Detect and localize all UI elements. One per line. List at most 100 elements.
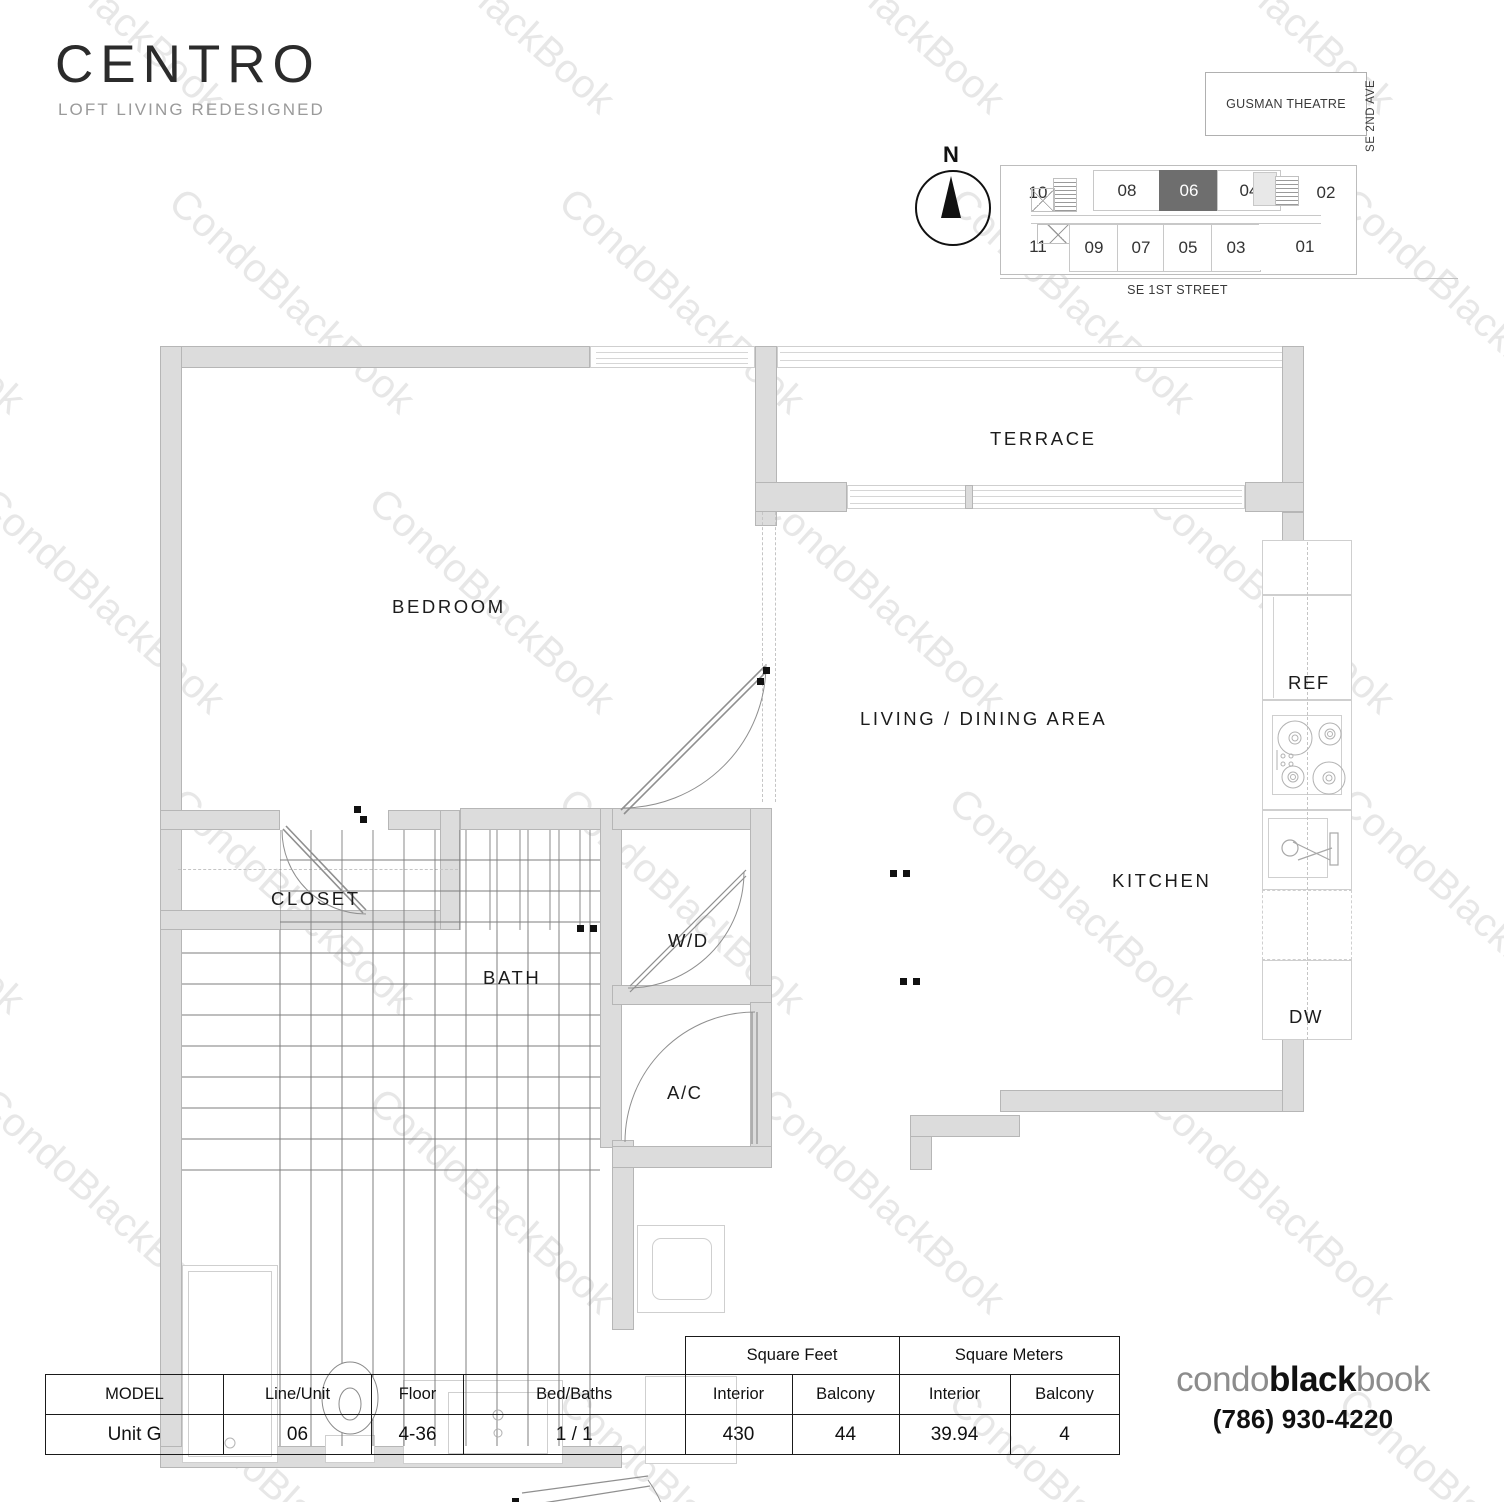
- wall-bedroom-terrace: [755, 346, 777, 526]
- window-bedroom-north: [590, 346, 755, 368]
- wordmark-black: black: [1268, 1360, 1357, 1399]
- spec-table: Square Feet Square Meters MODEL Line/Uni…: [45, 1336, 1120, 1455]
- wall-bedroom-top: [160, 346, 590, 368]
- col-header-sqft-interior: Interior: [684, 1374, 793, 1415]
- centro-logo: CENTRO LOFT LIVING REDESIGNED: [55, 38, 325, 120]
- gusman-theatre-block: GUSMAN THEATRE: [1205, 72, 1367, 136]
- brand-name: CENTRO: [55, 35, 321, 94]
- room-label-closet: CLOSET: [271, 888, 361, 909]
- watermark-text: CondoBlackBook: [0, 1380, 34, 1502]
- cell-floor: 4-36: [371, 1414, 464, 1455]
- cell-model: Unit G: [45, 1414, 224, 1455]
- sliding-door-terrace: [847, 485, 1245, 509]
- keyplan-unit-07[interactable]: 07: [1117, 224, 1165, 272]
- watermark-text: CondoBlackBook: [360, 0, 624, 123]
- stair-shaft-west: [1053, 178, 1077, 212]
- keyplan-unit-05[interactable]: 05: [1163, 224, 1213, 272]
- wall-bath-north: [460, 808, 610, 830]
- wall-wd-bottom: [612, 985, 772, 1005]
- se-2nd-ave-label: SE 2ND AVE: [1365, 79, 1377, 152]
- room-label-kitchen: KITCHEN: [1112, 870, 1212, 891]
- wall-bath-east: [600, 808, 622, 1148]
- keyplan-unit-08[interactable]: 08: [1093, 170, 1161, 211]
- elevator-shaft-west: [1031, 188, 1055, 212]
- keyplan-unit-09-label: 09: [1084, 238, 1104, 257]
- wall-closet-east: [440, 810, 460, 930]
- floor-plan: BEDROOM TERRACE LIVING / DINING AREA KIT…: [0, 330, 1420, 1502]
- wall-terrace-sill-left: [755, 482, 847, 512]
- slider-track-3: [850, 503, 1242, 504]
- spec-header-row: MODEL Line/Unit Floor Bed/Baths Interior…: [45, 1374, 1120, 1415]
- col-header-sqm-interior: Interior: [898, 1374, 1011, 1415]
- keyplan-unit-01[interactable]: 01: [1259, 224, 1351, 270]
- wall-living-south-2: [1000, 1090, 1304, 1112]
- closet-shelf-line: [178, 869, 458, 870]
- cell-sqm-interior: 39.94: [898, 1414, 1011, 1455]
- window-mullion-1: [596, 352, 748, 353]
- wordmark-condo: condo: [1176, 1360, 1269, 1399]
- keyplan-unit-06-label: 06: [1179, 180, 1199, 200]
- key-plan-frame: 10 08 06 04 02 11 09 07 0: [1000, 165, 1357, 275]
- wall-closet-top: [160, 810, 280, 830]
- appliance-label-ac: A/C: [667, 1082, 703, 1103]
- phone-number: (786) 930-4220: [1212, 1404, 1394, 1434]
- col-header-sqm-balcony: Balcony: [1009, 1374, 1120, 1415]
- group-header-square-feet: Square Feet: [684, 1336, 900, 1375]
- col-header-sqft-balcony: Balcony: [791, 1374, 900, 1415]
- appliance-label-ref: REF: [1288, 672, 1330, 693]
- col-header-bed-baths: Bed/Baths: [463, 1374, 686, 1415]
- compass-rose: N: [915, 142, 991, 246]
- keyplan-baseline: [1000, 278, 1458, 279]
- keyplan-unit-02[interactable]: 02: [1301, 170, 1351, 216]
- washer-dryer-inner: [652, 1238, 712, 1300]
- col-header-line-unit: Line/Unit: [223, 1374, 372, 1415]
- wall-ac-east: [750, 1002, 772, 1167]
- room-label-bath: BATH: [483, 967, 542, 988]
- window-mullion-3: [596, 363, 748, 364]
- room-label-bedroom: BEDROOM: [392, 596, 506, 617]
- wall-terrace-sill-right: [1245, 482, 1304, 512]
- corridor-line: [1031, 215, 1321, 216]
- keyplan-unit-03[interactable]: 03: [1211, 224, 1261, 272]
- slider-track-2: [850, 496, 1242, 497]
- key-plan: N GUSMAN THEATRE 10 08 06 04 02 11: [905, 60, 1458, 310]
- appliance-label-dw: DW: [1289, 1006, 1324, 1027]
- brand-tagline: LOFT LIVING REDESIGNED: [58, 100, 325, 119]
- wall-closet-bottom: [160, 910, 460, 930]
- keyplan-unit-09[interactable]: 09: [1069, 224, 1119, 272]
- wall-bedroom-west: [160, 346, 182, 1466]
- slider-mullion-center: [965, 485, 973, 509]
- wall-wd-west: [612, 1140, 634, 1330]
- appliance-label-wd: W/D: [668, 930, 709, 951]
- cell-sqm-balcony: 4: [1009, 1414, 1120, 1455]
- wall-ac-bottom: [612, 1146, 772, 1168]
- keyplan-unit-08-label: 08: [1117, 180, 1137, 200]
- refrigerator-door-line: [1268, 597, 1274, 698]
- living-ref-line-1: [762, 512, 763, 802]
- keyplan-unit-01-label: 01: [1295, 237, 1315, 256]
- lobby-block: [1253, 172, 1277, 206]
- keyplan-unit-06-selected[interactable]: 06: [1159, 170, 1219, 211]
- wall-wd-north: [612, 808, 772, 830]
- condoblackbook-branding: condoblackbook (786) 930-4220: [1138, 1362, 1468, 1435]
- group-header-square-meters: Square Meters: [898, 1336, 1120, 1375]
- compass-needle-icon: [941, 176, 961, 218]
- col-header-floor: Floor: [371, 1374, 464, 1415]
- cell-sqft-balcony: 44: [791, 1414, 900, 1455]
- keyplan-unit-03-label: 03: [1226, 238, 1246, 257]
- wordmark-book: book: [1355, 1360, 1430, 1399]
- spec-group-header-row: Square Feet Square Meters: [46, 1336, 1120, 1375]
- window-mullion-2: [596, 358, 748, 359]
- col-header-model: MODEL: [45, 1374, 224, 1415]
- corridor-line-2: [1031, 223, 1321, 224]
- stair-shaft-east: [1275, 176, 1299, 206]
- cell-line-unit: 06: [223, 1414, 372, 1455]
- sink-basin: [1268, 818, 1328, 878]
- wall-living-south: [910, 1115, 1020, 1137]
- room-label-terrace: TERRACE: [990, 428, 1097, 449]
- keyplan-unit-05-label: 05: [1178, 238, 1198, 257]
- compass-ring: [915, 170, 991, 246]
- keyplan-unit-02-label: 02: [1316, 183, 1336, 202]
- terrace-glazing-1: [780, 352, 1300, 353]
- terrace-glazing-2: [780, 360, 1300, 361]
